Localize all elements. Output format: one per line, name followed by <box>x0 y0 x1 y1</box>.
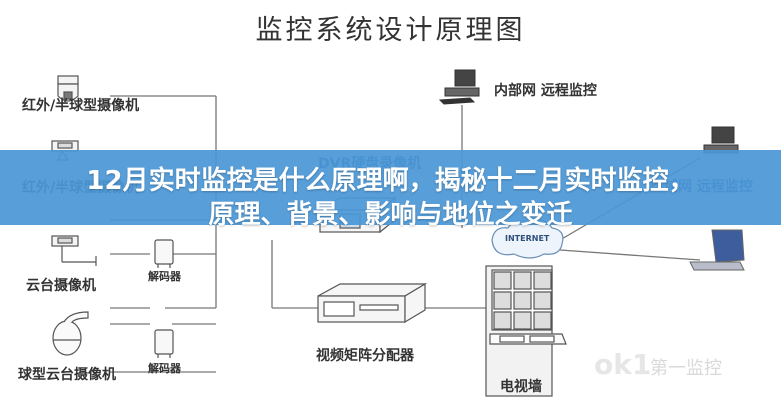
label-ptz-camera: 云台摄像机 <box>26 278 96 294</box>
headline-line-2: 原理、背景、影响与地位之变迁 <box>208 200 573 230</box>
decoder-icon-2 <box>154 329 174 358</box>
tv-wall-icon <box>485 265 567 397</box>
internal-pc-icon <box>438 69 480 105</box>
internet-cloud-icon <box>491 219 564 259</box>
ir-dome-camera-icon <box>57 75 79 102</box>
label-decoder-1: 解码器 <box>148 270 181 283</box>
decoder-icon-1 <box>154 239 174 268</box>
label-internet: INTERNET <box>505 234 550 243</box>
watermark-latin: ok1 <box>594 348 652 381</box>
diagram-title: 监控系统设计原理图 <box>255 15 526 46</box>
label-matrix-splitter: 视频矩阵分配器 <box>316 348 414 364</box>
label-speed-dome-camera: 球型云台摄像机 <box>18 367 116 383</box>
ptz-camera-icon <box>51 235 97 266</box>
label-ir-dome-camera: 红外/半球型摄像机 <box>22 98 140 114</box>
speed-dome-camera-icon <box>52 311 89 356</box>
label-decoder-2: 解码器 <box>148 362 181 375</box>
headline-line-1: 12月实时监控是什么原理啊，揭秘十二月实时监控， <box>86 166 695 196</box>
label-internal-remote: 内部网 远程监控 <box>494 83 597 99</box>
watermark-chinese: 第一监控 <box>650 358 722 379</box>
headline-banner: 12月实时监控是什么原理啊，揭秘十二月实时监控， 原理、背景、影响与地位之变迁 <box>0 150 781 230</box>
wan-pc-icon <box>703 126 739 154</box>
laptop-icon <box>689 229 745 271</box>
matrix-splitter-icon <box>317 282 428 324</box>
label-tv-wall: 电视墙 <box>500 379 542 395</box>
